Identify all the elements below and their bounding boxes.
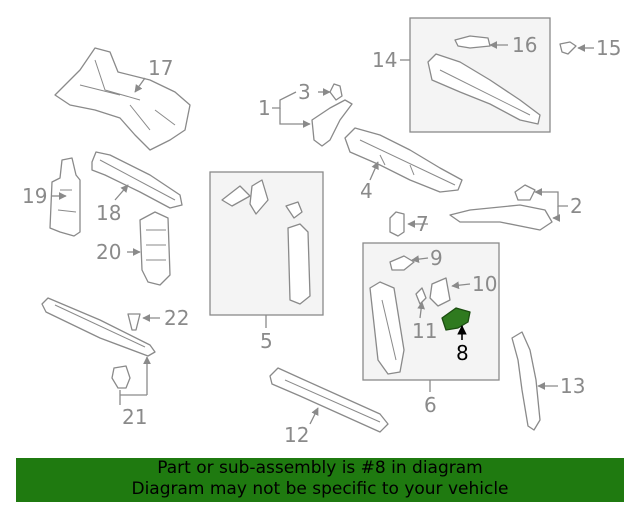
callout-22: 22: [164, 306, 189, 330]
callout-9: 9: [430, 246, 443, 270]
callout-19: 19: [22, 184, 47, 208]
callout-15: 15: [596, 36, 621, 60]
part-10-bracket[interactable]: [429, 277, 451, 307]
part-22-clip[interactable]: [127, 313, 141, 331]
part-9-bracket[interactable]: [389, 255, 415, 271]
leader-lines: [52, 41, 594, 425]
banner-line-2: Diagram may not be specific to your vehi…: [131, 479, 509, 499]
callout-2: 2: [570, 194, 583, 218]
callout-17: 17: [148, 56, 173, 80]
part-19-bracket[interactable]: [49, 157, 81, 237]
callout-12: 12: [284, 423, 309, 447]
part-14-seal[interactable]: [427, 53, 541, 125]
callout-1: 1: [258, 96, 271, 120]
parts-diagram: 17 19 18 20 22 21 1 3 4 7 2 14 16 15 5 6…: [22, 17, 621, 447]
callout-6: 6: [424, 393, 437, 417]
banner-line-1: Part or sub-assembly is #8 in diagram: [157, 458, 483, 478]
part-5-support[interactable]: [221, 179, 311, 305]
part-21-panel[interactable]: [41, 297, 156, 357]
part-17-apron[interactable]: [54, 47, 191, 151]
part-11-clip[interactable]: [415, 287, 427, 305]
part-12-crossmember[interactable]: [269, 367, 389, 433]
part-1-bracket[interactable]: [311, 99, 353, 147]
info-banner: Part or sub-assembly is #8 in diagram Di…: [16, 458, 624, 502]
callout-20: 20: [96, 240, 121, 264]
callout-4: 4: [360, 179, 373, 203]
callout-13: 13: [560, 374, 585, 398]
part-6-support[interactable]: [369, 281, 405, 375]
part-8-bracket-highlighted[interactable]: [441, 307, 471, 331]
part-13-bracket[interactable]: [511, 331, 541, 431]
part-21-clip[interactable]: [111, 365, 131, 389]
callout-10: 10: [472, 272, 497, 296]
callout-8-highlighted: 8: [456, 341, 469, 365]
part-20-duct[interactable]: [139, 211, 171, 286]
callout-21: 21: [122, 405, 147, 429]
callout-3: 3: [298, 80, 311, 104]
part-3-clip[interactable]: [329, 83, 343, 101]
part-15-grommet[interactable]: [559, 41, 577, 55]
callout-11: 11: [412, 319, 437, 343]
callout-5: 5: [260, 329, 273, 353]
callout-14: 14: [372, 48, 397, 72]
part-7-cushion[interactable]: [389, 211, 405, 237]
part-18-rail[interactable]: [91, 151, 183, 209]
callout-18: 18: [96, 201, 121, 225]
callout-16: 16: [512, 33, 537, 57]
callout-7: 7: [416, 212, 429, 236]
part-2-bracket[interactable]: [449, 184, 553, 231]
